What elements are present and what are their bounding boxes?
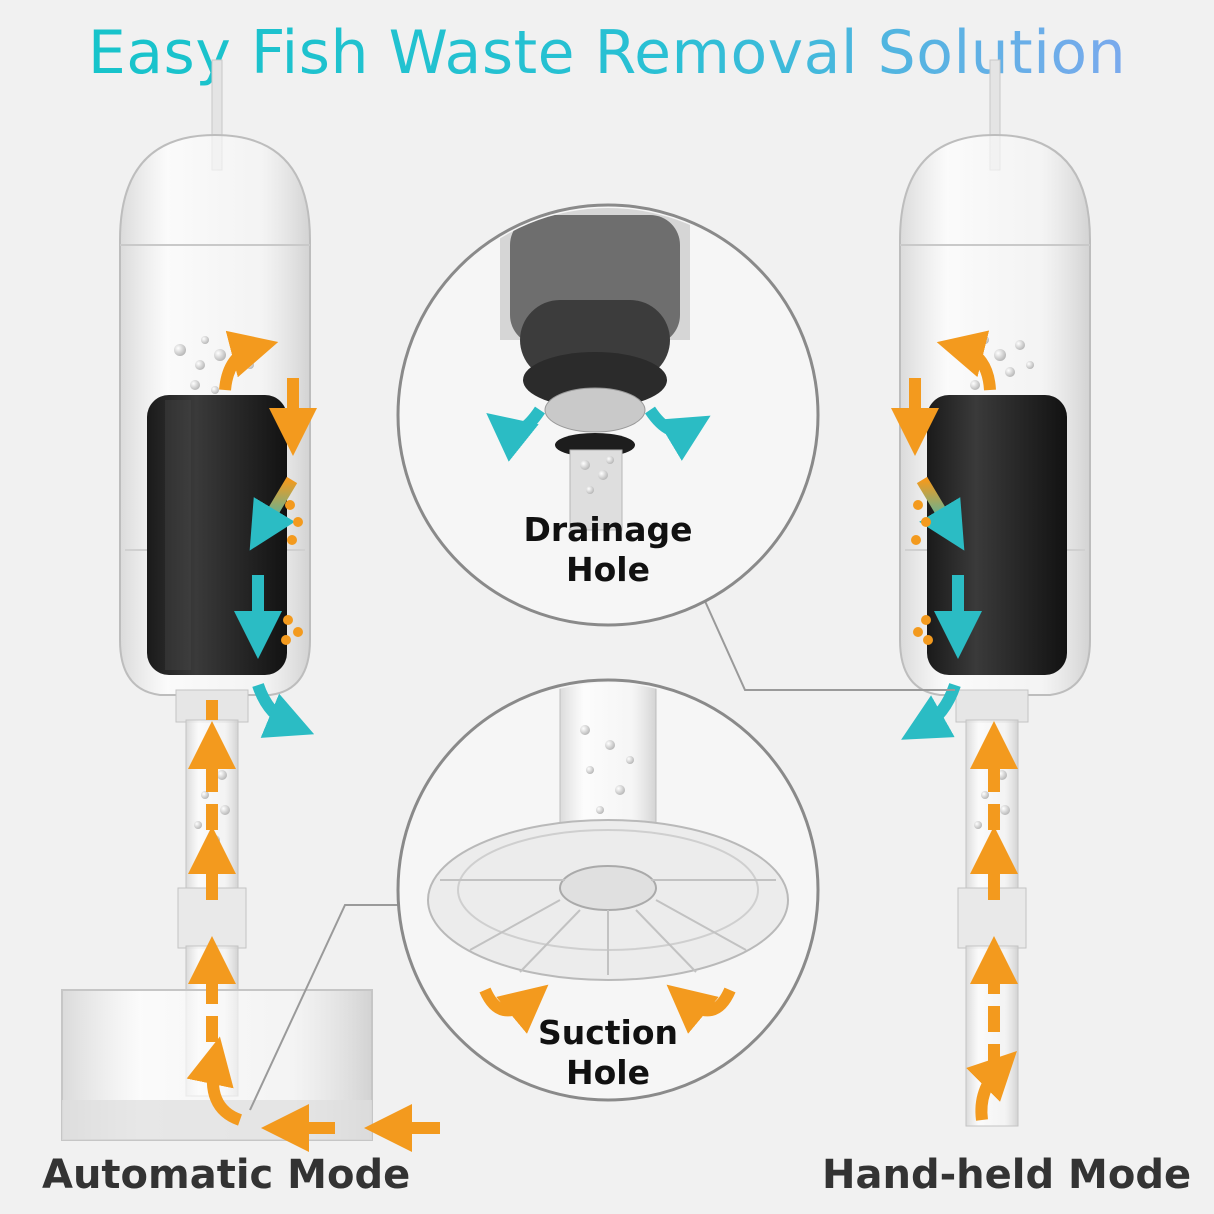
suction-label-line1: Suction [537, 1013, 679, 1052]
drainage-label-line1: Drainage [523, 510, 693, 549]
suction-magnifier [396, 678, 820, 1102]
automatic-mode-device [61, 59, 440, 1152]
suction-hole-label: Suction Hole [508, 1013, 708, 1093]
page-title: Easy Fish Waste Removal Solution [0, 18, 1214, 88]
automatic-mode-label: Automatic Mode [42, 1152, 411, 1198]
handheld-mode-label: Hand-held Mode [822, 1152, 1192, 1198]
drainage-hole-label: Drainage Hole [508, 510, 708, 590]
drainage-label-line2: Hole [566, 550, 650, 589]
handheld-mode-device [891, 59, 1091, 1127]
drainage-magnifier [396, 203, 820, 627]
suction-label-line2: Hole [566, 1053, 650, 1092]
